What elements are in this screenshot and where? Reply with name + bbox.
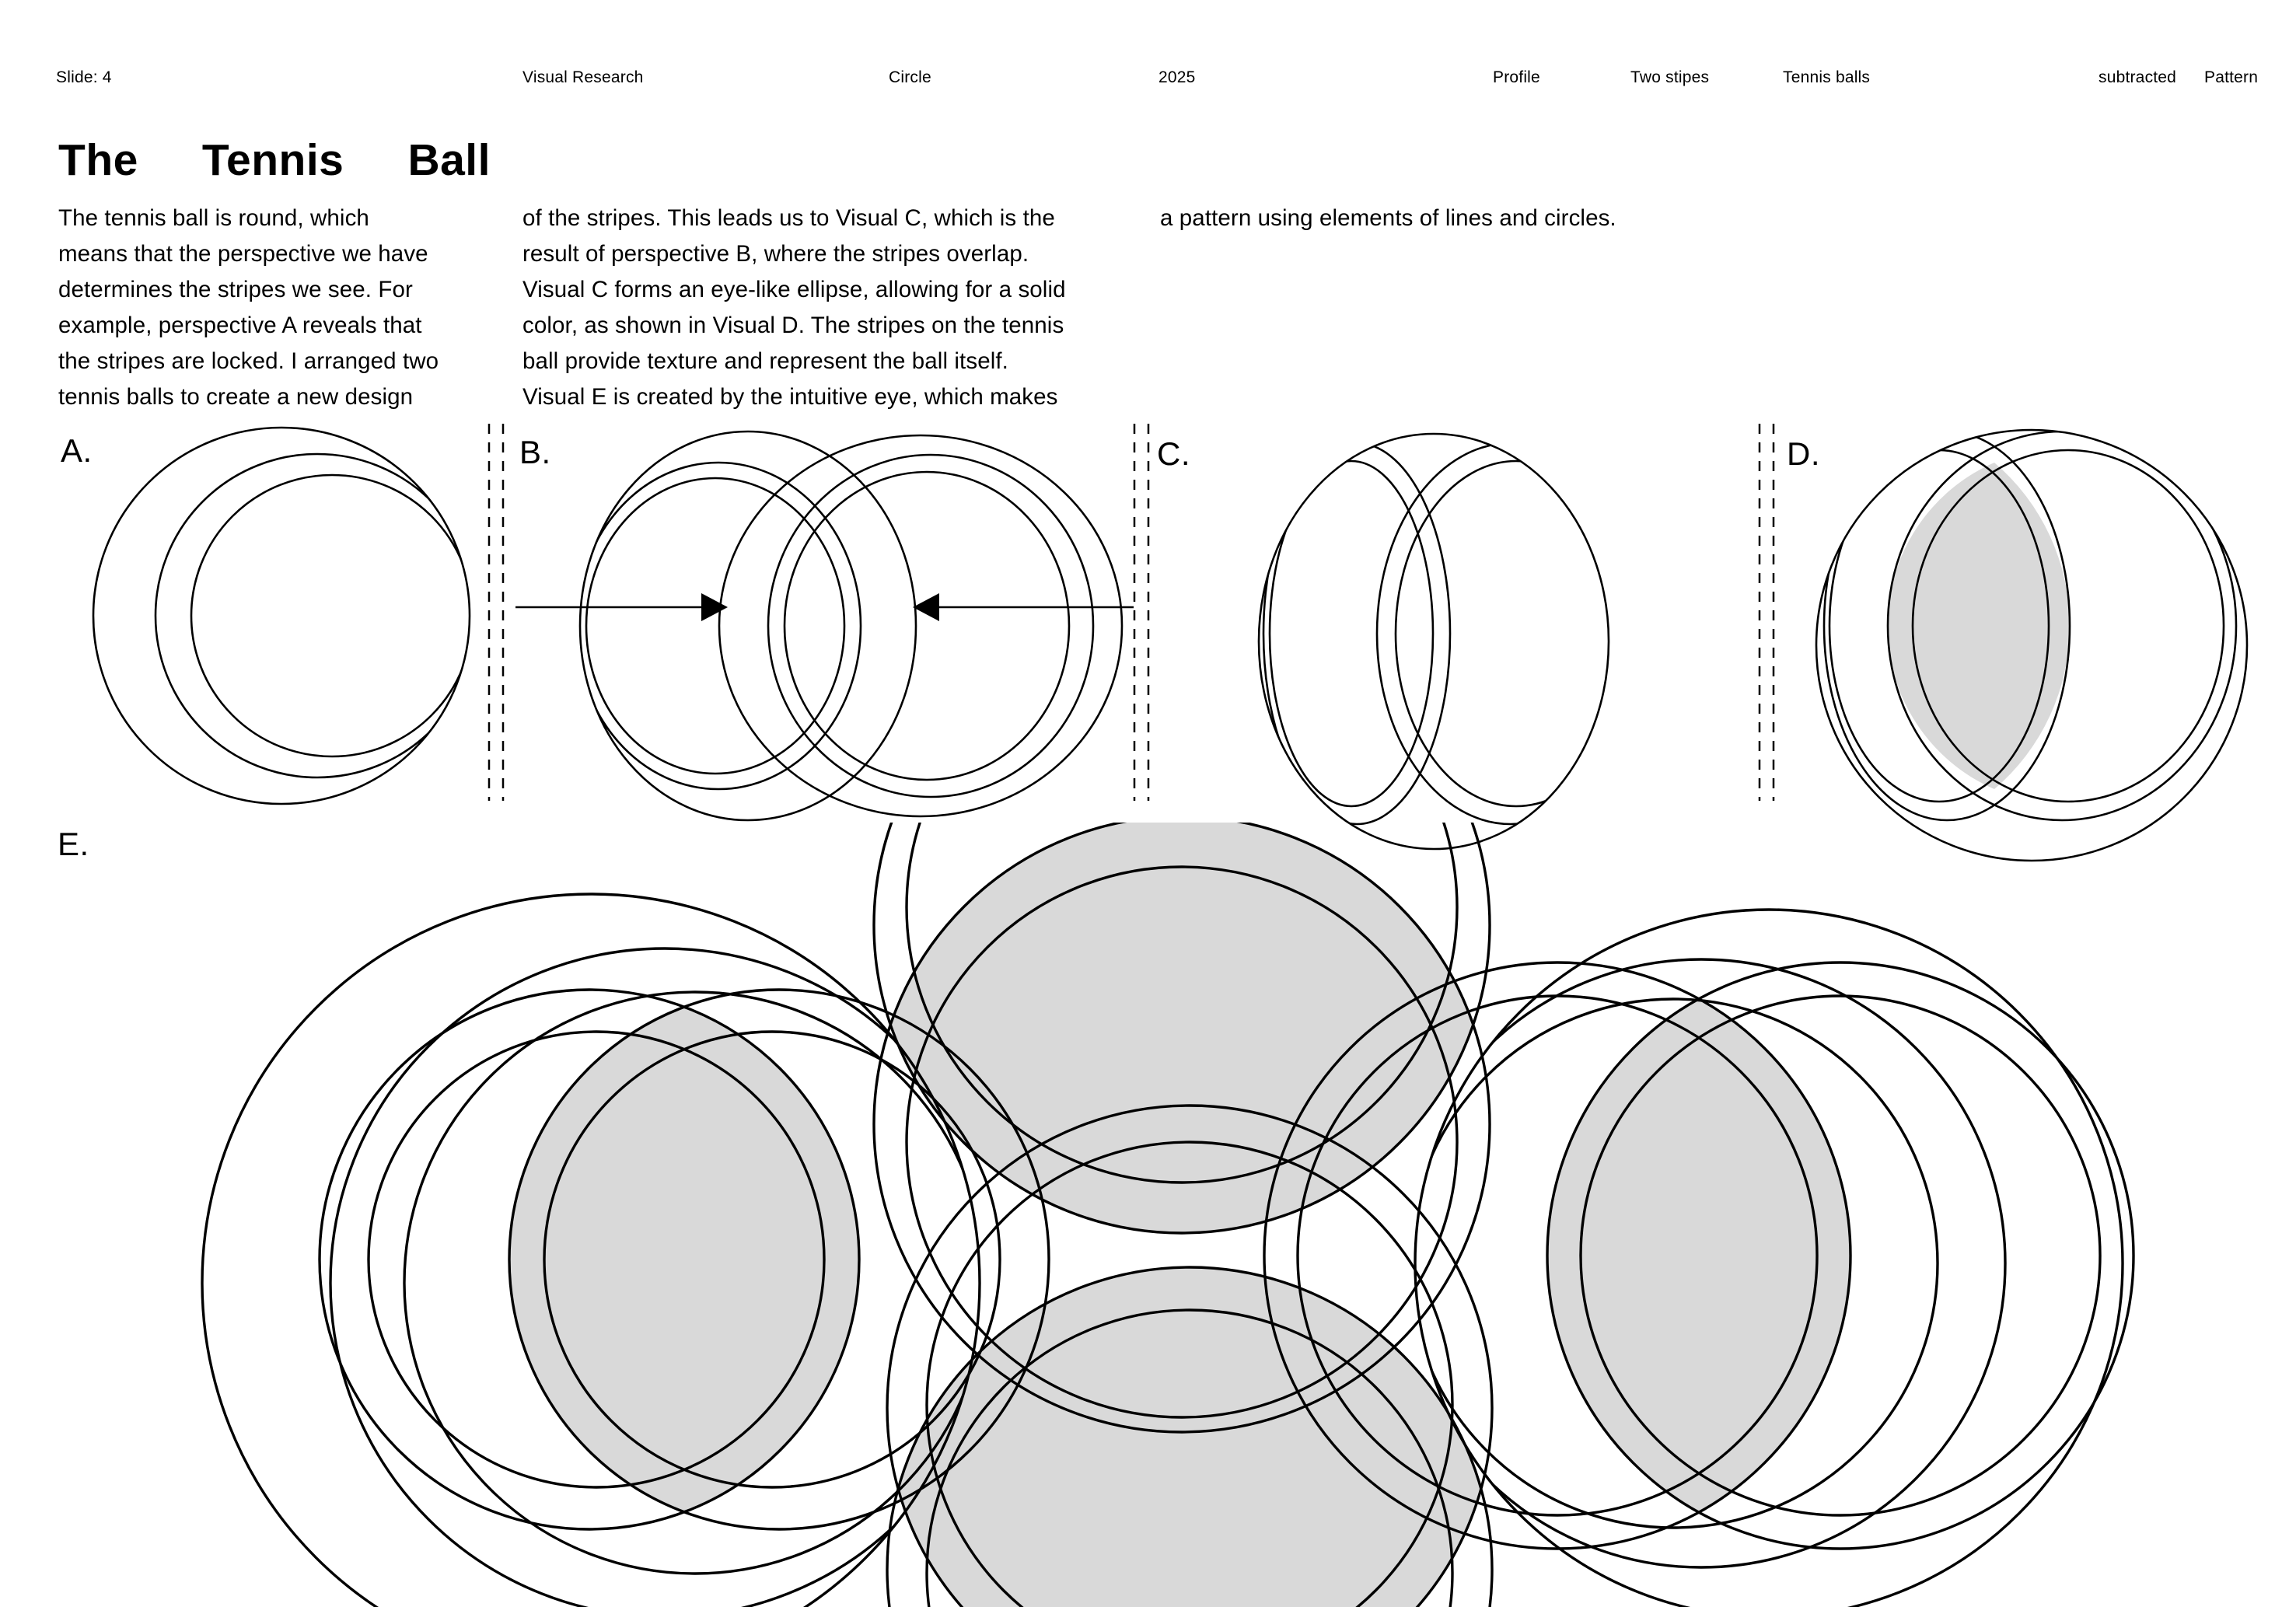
figure-d-label: D.	[1787, 435, 1820, 472]
pattern-arc-circle	[872, 823, 1491, 1434]
header-slide-number: Slide: 4	[56, 68, 112, 86]
title-word: Ball	[407, 135, 491, 185]
body-line: determines the stripes we see. For	[58, 277, 413, 302]
stripe-left-inner	[1268, 459, 1435, 808]
figure-c-label: C.	[1157, 435, 1190, 472]
pattern-ball-left-stripe	[329, 947, 980, 1607]
pattern-arc-circle	[905, 865, 1459, 1419]
figure-a-label: A.	[61, 432, 93, 469]
pattern-arc-circle	[1546, 961, 2135, 1550]
arrow-left-icon	[913, 593, 939, 621]
ball-stripe-outer	[154, 452, 470, 779]
pattern-arc-circle	[1263, 961, 1852, 1550]
title-word: Tennis	[201, 135, 344, 185]
pattern-ball-right	[1414, 908, 2124, 1607]
ball-stripe-inner	[585, 477, 846, 775]
body-column-2: of the stripes. This leads us to Visual …	[522, 201, 1066, 415]
ball-outline	[1815, 428, 2249, 862]
body-column-3: a pattern using elements of lines and ci…	[1160, 201, 1616, 236]
figure-e-label: E.	[58, 826, 89, 862]
pattern-lens-top-fill	[890, 823, 1473, 1234]
figure-c-merged-ball	[1257, 432, 1610, 851]
ball-stripe-outer	[767, 453, 1095, 798]
pattern-arc-circle	[318, 988, 861, 1531]
title-word: The	[58, 135, 138, 185]
header-profile: Profile	[1493, 68, 1540, 86]
stripe-left-outer	[1262, 442, 1452, 826]
pattern-arc-circle	[508, 988, 1050, 1531]
body-line: ball provide texture and represent the b…	[522, 348, 1008, 374]
figure-e-pattern	[201, 823, 2135, 1607]
ball-stripe-inner	[783, 470, 1071, 781]
eye-fill	[1887, 463, 2070, 789]
header-year: 2025	[1158, 68, 1196, 86]
pattern-ball-right-stripe	[1415, 958, 2007, 1569]
body-line: tennis balls to create a new design	[58, 384, 414, 410]
body-line: result of perspective B, where the strip…	[522, 241, 1029, 267]
pattern-ball-right-stripe	[1415, 997, 1939, 1529]
figure-b-two-balls	[578, 430, 1124, 822]
arrow-right-icon	[701, 593, 728, 621]
pattern-arc-circle	[925, 1308, 1454, 1607]
ball-outline	[578, 430, 917, 822]
figure-d-solid-eye-ball	[1815, 428, 2249, 862]
body-line: means that the perspective we have	[58, 241, 428, 267]
stripe-right-inner	[1394, 459, 1609, 808]
body-line: color, as shown in Visual D. The stripes…	[522, 313, 1064, 338]
pattern-lens-bottom-fill	[898, 1266, 1481, 1607]
pattern-lens-right-fill	[1547, 999, 1850, 1512]
pattern-arc-circle	[905, 823, 1459, 1184]
ball-stripe-inner	[190, 473, 470, 758]
figure-a-ball	[92, 426, 471, 805]
pattern-arc-circle	[886, 1104, 1494, 1607]
stripe-right-inner	[1911, 449, 2225, 803]
stripe-right-outer	[1375, 442, 1609, 826]
pattern-ball-left	[201, 893, 981, 1607]
dashed-separators	[488, 424, 1775, 801]
body-line: Visual E is created by the intuitive eye…	[522, 384, 1058, 410]
body-line: a pattern using elements of lines and ci…	[1160, 205, 1616, 231]
body-line: example, perspective A reveals that	[58, 313, 422, 338]
header-tag-tennis-balls: Tennis balls	[1783, 68, 1871, 86]
header-tag-subtracted: subtracted	[2099, 68, 2177, 86]
body-line: the stripes are locked. I arranged two	[58, 348, 439, 374]
header-shape: Circle	[889, 68, 931, 86]
pattern-arc-circle	[543, 1030, 1001, 1489]
figure-b-arrows	[515, 593, 1134, 621]
header-tag-two-stripes: Two stipes	[1630, 68, 1710, 86]
pattern-arc-circle	[1296, 994, 1819, 1517]
header-project: Visual Research	[522, 68, 644, 86]
pattern-arc-circle	[872, 823, 1491, 1235]
pattern-arc-circle	[367, 1030, 826, 1489]
ball-stripe-outer	[580, 461, 862, 791]
body-line: The tennis ball is round, which	[58, 205, 369, 231]
ball-outline	[92, 426, 471, 805]
pattern-arc-circle	[925, 1141, 1454, 1607]
figure-b-label: B.	[519, 434, 551, 470]
pattern-arc-circle	[886, 1266, 1494, 1607]
page-title: The Tennis Ball	[58, 138, 491, 183]
ball-outline	[718, 434, 1124, 818]
pattern-arc-circle	[1579, 994, 2102, 1517]
body-line: Visual C forms an eye-like ellipse, allo…	[522, 277, 1066, 302]
body-line: of the stripes. This leads us to Visual …	[522, 205, 1055, 231]
header-tag-pattern: Pattern	[2204, 68, 2259, 86]
pattern-ball-left-stripe	[403, 990, 980, 1575]
pattern-lens-left-fill	[508, 1007, 860, 1512]
body-column-1: The tennis ball is round, which means th…	[58, 201, 439, 415]
ball-outline	[1257, 432, 1610, 851]
